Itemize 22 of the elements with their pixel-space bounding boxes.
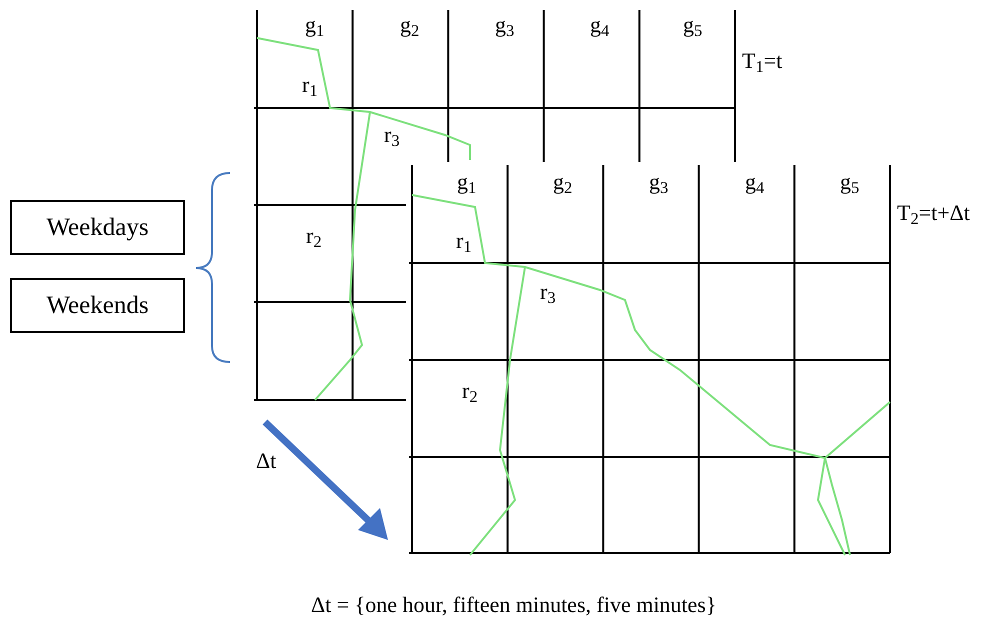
category-box: Weekdays xyxy=(10,200,185,255)
caption: Δt = {one hour, fifteen minutes, five minutes} xyxy=(311,594,716,616)
grid-header: g$_{3}$ xyxy=(649,171,668,193)
grid-header: g$_{1}$ xyxy=(305,14,324,36)
route-label: r$_{3}$ xyxy=(384,124,400,146)
route-label: r$_{2}$ xyxy=(462,380,478,402)
grid-header: g$_{2}$ xyxy=(400,14,420,36)
grid-header: g$_{5}$ xyxy=(840,171,860,193)
grid-header: g$_{4}$ xyxy=(590,14,610,36)
grid-header: g$_{2}$ xyxy=(553,171,572,193)
route-label: r$_{1}$ xyxy=(456,230,472,252)
grid-header: g$_{5}$ xyxy=(683,14,702,36)
category-box: Weekends xyxy=(10,278,185,333)
route-label: r$_{3}$ xyxy=(540,281,556,303)
delta-label: Δt xyxy=(256,450,276,472)
grid-header: g$_{3}$ xyxy=(495,14,514,36)
grid-header: g$_{4}$ xyxy=(745,171,764,193)
grid-header: g$_{1}$ xyxy=(457,171,476,193)
route-label: r$_{1}$ xyxy=(302,74,318,96)
time-label: T$_{2}$=t+Δt xyxy=(897,202,970,224)
route-label: r$_{2}$ xyxy=(306,225,322,247)
time-label: T$_{1}$=t xyxy=(742,50,782,72)
